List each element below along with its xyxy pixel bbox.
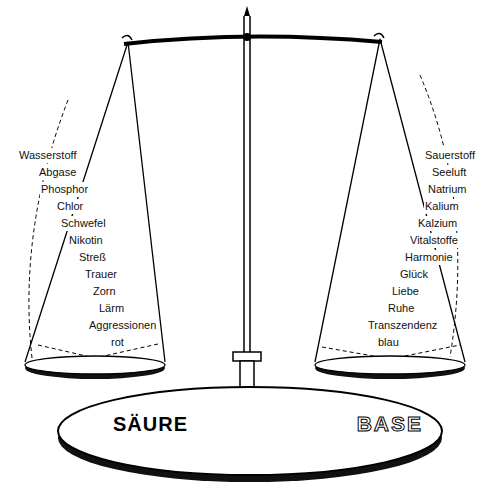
pan-word: Kalium	[424, 199, 460, 214]
post-tip	[244, 6, 250, 16]
pan-word: Trauer	[84, 267, 118, 282]
pan-word: Zorn	[92, 284, 117, 299]
pan-rim	[315, 356, 465, 374]
pan-word: Vitalstoffe	[409, 233, 459, 248]
pan-string	[25, 42, 165, 362]
pan-word: Aggressionen	[88, 318, 157, 333]
base-label: BASE	[357, 412, 423, 436]
pan-underside	[315, 357, 465, 379]
pan-word: Natrium	[427, 182, 468, 197]
pan-word: Kalzium	[417, 216, 458, 231]
pan-word: Schwefel	[60, 216, 107, 231]
scale-pan: WasserstoffAbgasePhosphorChlorSchwefelNi…	[10, 40, 180, 380]
pan-word: Ruhe	[387, 301, 415, 316]
pan-word: Transzendenz	[367, 318, 438, 333]
post-line	[249, 16, 251, 352]
pan-string	[315, 39, 465, 362]
dashed-line	[29, 100, 158, 358]
pan-word: Harmonie	[404, 250, 454, 265]
beam-pivot	[243, 33, 251, 41]
pan-word: blau	[377, 335, 400, 350]
pan-word: Seeluft	[431, 165, 467, 180]
pan-word: Chlor	[56, 199, 84, 214]
post-collar	[233, 352, 261, 361]
pan-rim	[25, 356, 165, 374]
hanger-hook	[374, 33, 384, 38]
acid-label: SÄURE	[113, 413, 188, 436]
post-line	[243, 16, 245, 352]
pan-word: Phosphor	[40, 182, 89, 197]
pan-word: Sauerstoff	[424, 148, 476, 163]
pan-word: Liebe	[391, 284, 420, 299]
pan-underside	[25, 357, 165, 379]
hanger-hook	[122, 35, 132, 40]
scale-base: SÄURE BASE	[55, 378, 445, 488]
pan-word: Wasserstoff	[18, 148, 77, 163]
scale-pan: SauerstoffSeeluftNatriumKaliumKalziumVit…	[300, 35, 490, 380]
pan-word: Abgase	[38, 165, 77, 180]
pan-word: Glück	[399, 267, 429, 282]
pan-word: rot	[110, 335, 125, 350]
pan-word: Lärm	[98, 301, 125, 316]
dashed-line	[322, 75, 460, 359]
base-top	[58, 387, 442, 475]
pan-word: Nikotin	[68, 233, 104, 248]
pan-word: Streß	[78, 250, 107, 265]
scale-beam	[124, 36, 382, 44]
